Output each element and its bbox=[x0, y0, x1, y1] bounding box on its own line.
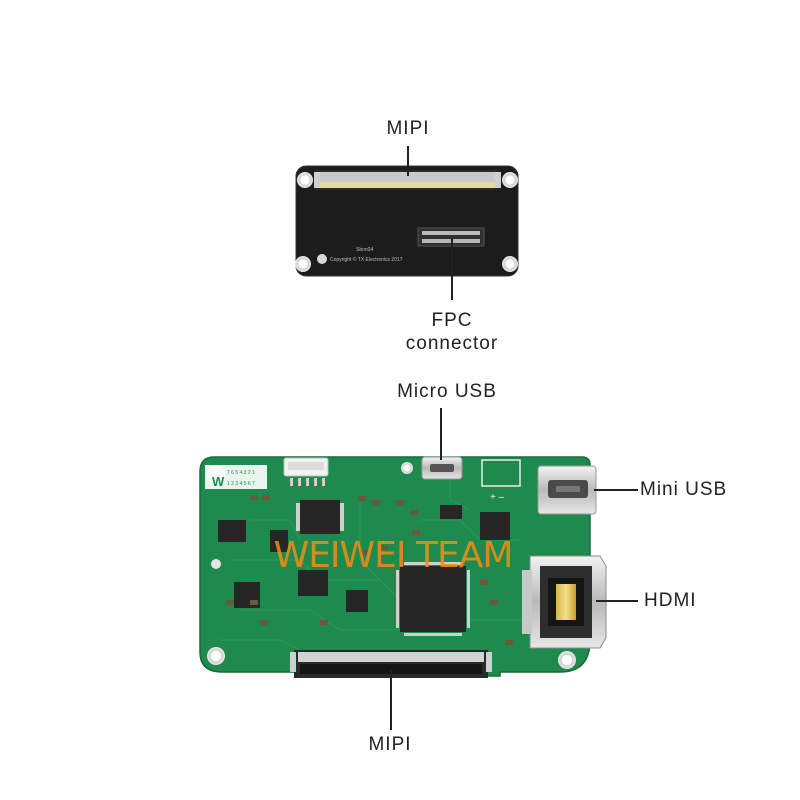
label-mipi-top: MIPI bbox=[386, 118, 430, 139]
jst-connector bbox=[283, 457, 329, 486]
board-mipi-connector bbox=[290, 650, 492, 678]
adapter-board: Sbon04 Copyright © TX Electronics 2017 bbox=[295, 165, 519, 277]
label-fpc-line2: connector bbox=[405, 333, 499, 354]
main-ic bbox=[396, 562, 470, 636]
label-mipi-bottom: MIPI bbox=[368, 734, 412, 755]
leader-mipi-top bbox=[407, 146, 409, 176]
watermark-text: WEIWEI TEAM bbox=[273, 535, 514, 576]
passive-components bbox=[226, 495, 513, 645]
silk-logo-block: W 7 6 5 4 3 2 1 1 2 3 4 5 6 7 bbox=[205, 465, 267, 489]
label-micro-usb: Micro USB bbox=[397, 381, 497, 402]
adapter-silk-line2: Copyright © TX Electronics 2017 bbox=[330, 256, 403, 263]
silk-logo: W bbox=[212, 474, 225, 489]
mini-usb-port bbox=[537, 465, 597, 515]
leader-mipi-bottom bbox=[390, 670, 392, 730]
label-mini-usb: Mini USB bbox=[640, 479, 728, 500]
adapter-silk-line1: Sbon04 bbox=[356, 247, 373, 253]
label-hdmi: HDMI bbox=[644, 590, 697, 611]
adapter-mipi-connector bbox=[314, 170, 501, 190]
silk-pins-bottom: 1 2 3 4 5 6 7 bbox=[227, 481, 255, 487]
leader-micro-usb bbox=[440, 408, 442, 460]
svg-text:+ –: + – bbox=[490, 492, 505, 503]
driver-board: W 7 6 5 4 3 2 1 1 2 3 4 5 6 7 + – bbox=[199, 456, 607, 678]
micro-usb-port bbox=[421, 456, 463, 480]
leader-mini-usb bbox=[594, 489, 638, 491]
silk-pins-top: 7 6 5 4 3 2 1 bbox=[227, 470, 255, 476]
leader-fpc-connector bbox=[451, 238, 453, 300]
mounting-hole bbox=[295, 172, 518, 272]
leader-hdmi bbox=[596, 600, 638, 602]
hdmi-port bbox=[522, 555, 607, 649]
label-fpc-line1: FPC bbox=[431, 310, 473, 331]
